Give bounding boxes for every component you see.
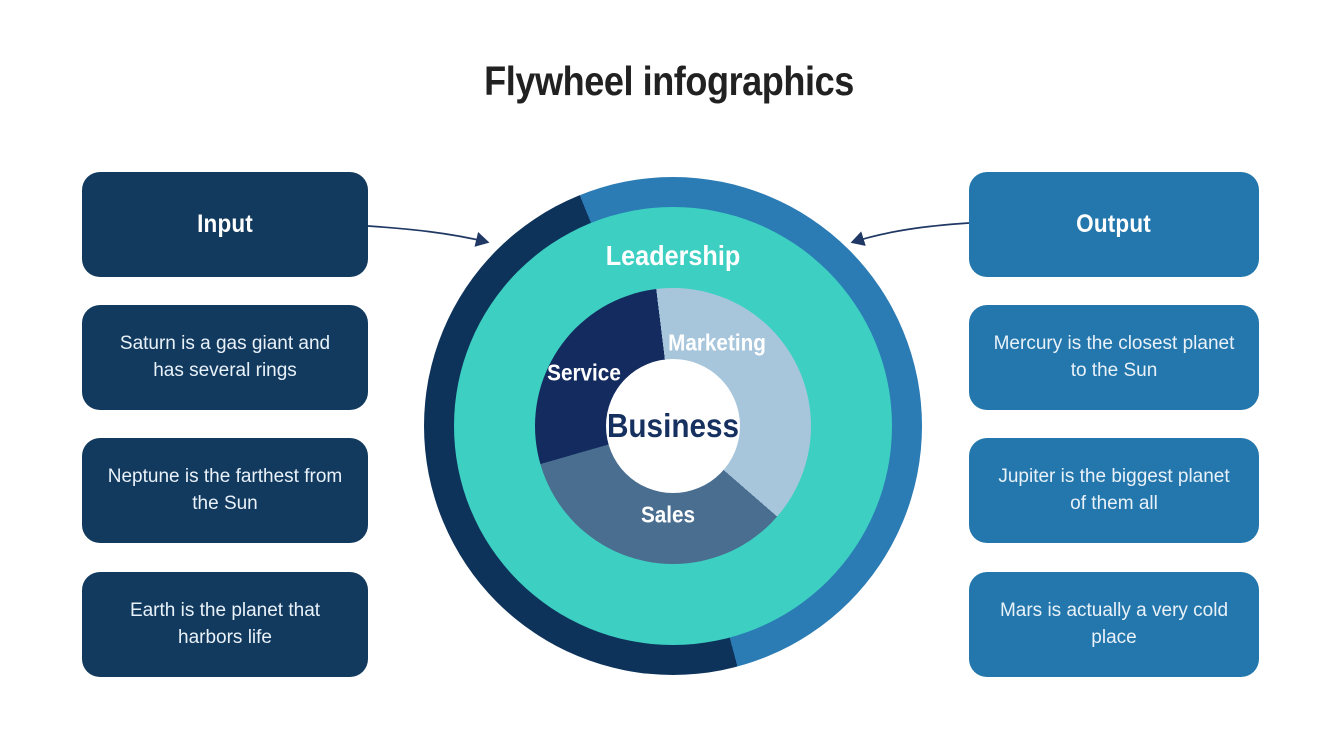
center-hub [606,359,740,493]
input-header-label: Input [197,210,253,238]
service-segment-label: Service [547,359,621,386]
flywheel-diagram: Leadership Marketing Service Sales Busin… [424,177,922,675]
input-card-earth: Earth is the planet that harbors life [82,572,368,677]
input-card-text: Neptune is the farthest from the Sun [107,466,343,514]
output-card-text: Jupiter is the biggest planet of them al… [998,466,1230,514]
leadership-ring-label: Leadership [605,240,741,271]
page-title: Flywheel infographics [484,58,854,104]
input-card-text: Earth is the planet that harbors life [129,600,321,648]
output-card-text: Mars is actually a very cold place [999,600,1229,648]
marketing-segment-label: Marketing [668,329,766,356]
output-card-mercury: Mercury is the closest planet to the Sun [969,305,1259,410]
input-header-box: Input [82,172,368,277]
input-card-text: Saturn is a gas giant and has several ri… [119,333,331,381]
business-hub-label: Business [606,407,740,444]
input-card-neptune: Neptune is the farthest from the Sun [82,438,368,543]
output-header-label: Output [1076,210,1152,238]
output-card-jupiter: Jupiter is the biggest planet of them al… [969,438,1259,543]
sales-segment-label: Sales [640,501,696,528]
output-card-mars: Mars is actually a very cold place [969,572,1259,677]
input-card-saturn: Saturn is a gas giant and has several ri… [82,305,368,410]
output-header-box: Output [969,172,1259,277]
output-card-text: Mercury is the closest planet to the Sun [993,333,1235,381]
